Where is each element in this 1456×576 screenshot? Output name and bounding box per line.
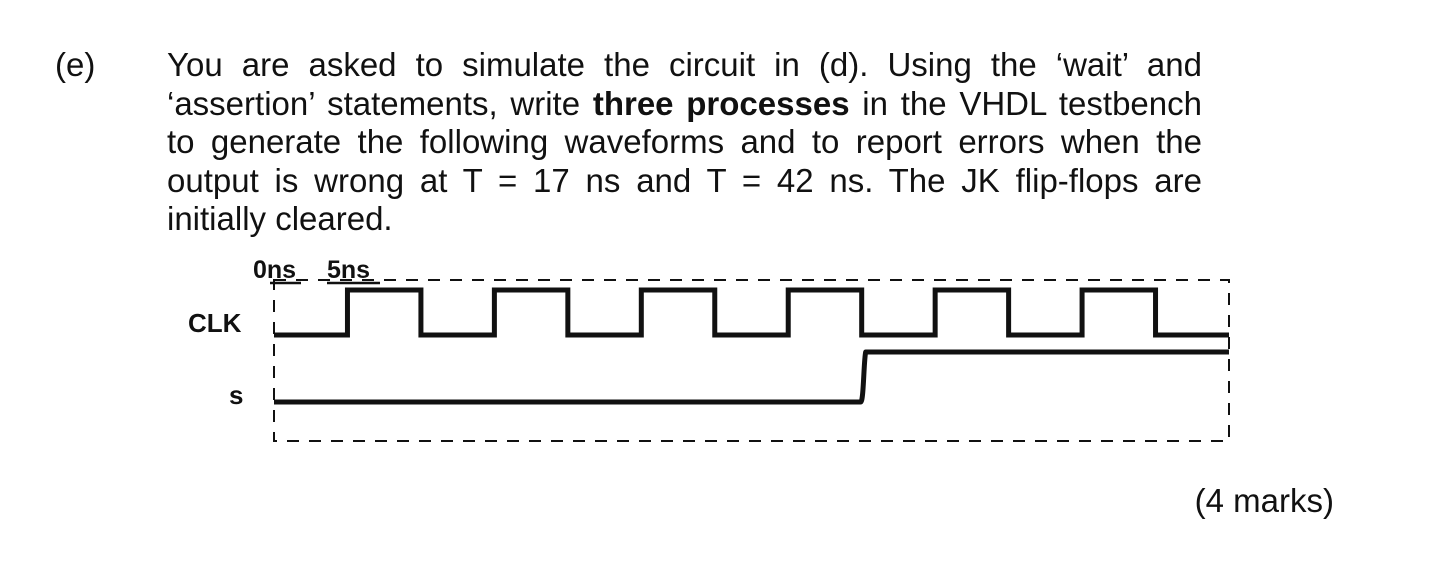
question-text-part2: in the VHDL testbench to generate the fo…	[167, 84, 1202, 238]
s-waveform	[274, 349, 1229, 405]
diagram-border	[273, 279, 1230, 442]
question-text-part1: You are asked to simulate the circuit in…	[167, 46, 1202, 122]
marks: (4 marks)	[1194, 482, 1334, 519]
question-text: You are asked to simulate the circuit in…	[167, 46, 1202, 239]
signal-label-clk: CLK	[188, 308, 242, 338]
time-label-1: 5ns	[327, 256, 370, 284]
time-label-0: 0ns	[253, 256, 296, 284]
question-text-bold: three processes	[592, 84, 850, 122]
signal-label-s: s	[229, 380, 243, 410]
clk-waveform	[274, 287, 1229, 338]
question-label: (e)	[55, 46, 96, 83]
